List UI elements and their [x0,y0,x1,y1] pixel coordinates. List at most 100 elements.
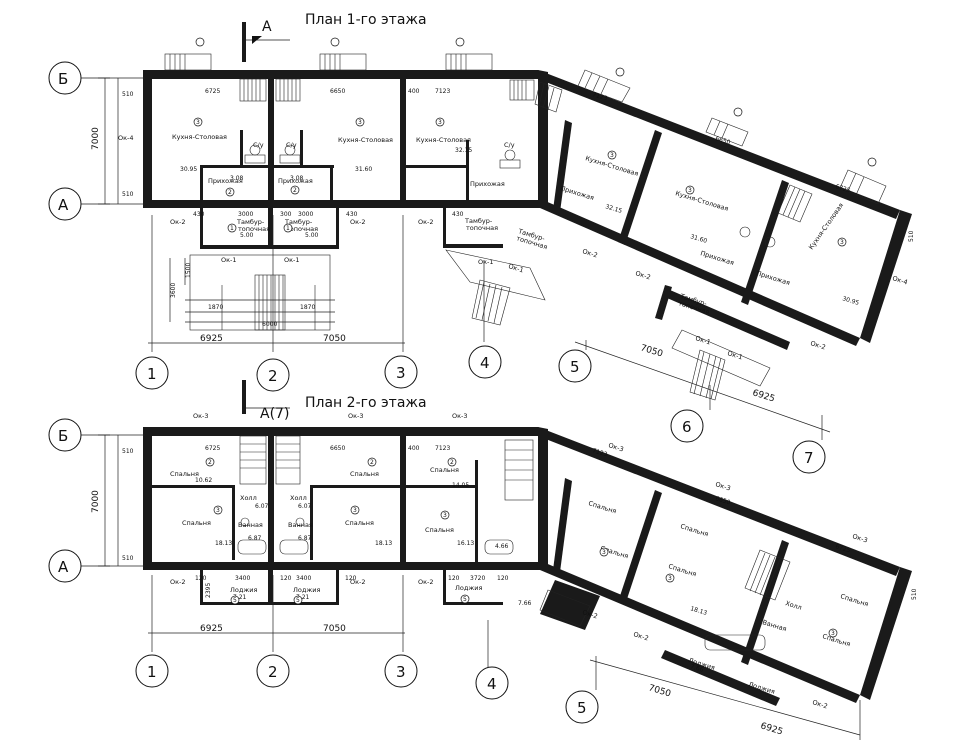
svg-text:1870: 1870 [300,304,315,311]
svg-text:топочная: топочная [238,225,270,233]
svg-text:Ок-2: Ок-2 [634,269,651,281]
floor-2-straight-block [143,427,543,605]
svg-text:400: 400 [408,445,420,452]
svg-text:Ванная: Ванная [238,521,263,529]
svg-text:6925: 6925 [200,624,223,634]
svg-text:32.15: 32.15 [604,203,623,215]
svg-text:3.08: 3.08 [230,175,244,182]
svg-text:4: 4 [487,675,497,693]
svg-text:3.08: 3.08 [290,175,304,182]
svg-text:5: 5 [296,597,300,604]
svg-text:Ванная: Ванная [761,618,787,633]
svg-text:Ок-4: Ок-4 [118,134,134,142]
svg-text:120: 120 [497,575,509,582]
svg-text:Ок-2: Ок-2 [170,578,186,586]
svg-text:топочная: топочная [286,225,318,233]
svg-text:Б: Б [58,427,68,445]
svg-text:Кухня-Столовая: Кухня-Столовая [172,133,227,141]
svg-text:2: 2 [450,459,454,466]
svg-text:Ванная: Ванная [288,521,313,529]
svg-text:1870: 1870 [208,304,223,311]
svg-text:Спальня: Спальня [345,519,374,527]
svg-text:6650: 6650 [714,135,731,146]
svg-text:Ок-1: Ок-1 [694,334,711,346]
axis-b-floor1: Б [48,61,110,95]
svg-text:6650: 6650 [714,495,731,506]
svg-text:Прихожая: Прихожая [559,184,595,202]
svg-text:Прихожая: Прихожая [208,177,243,185]
axis-b-floor2: Б [48,418,110,452]
axis-6-floor1: 6 [670,409,704,443]
svg-text:Спальня: Спальня [350,470,379,478]
room-areas: 30.95 31.60 32.15 3.08 3.08 5.00 5.00 32… [180,147,860,674]
svg-text:Ок-2: Ок-2 [350,218,366,226]
svg-text:3: 3 [443,512,447,519]
svg-text:Холл: Холл [290,494,307,502]
svg-text:Прихожая: Прихожая [470,180,505,188]
svg-text:Кухня-Столовая: Кухня-Столовая [338,136,393,144]
floor-1-straight-block [143,37,546,331]
svg-text:7: 7 [804,449,814,467]
svg-text:3720: 3720 [470,575,485,582]
svg-text:Прихожая: Прихожая [278,177,313,185]
svg-text:510: 510 [122,555,134,562]
svg-text:1: 1 [230,225,234,232]
svg-text:32.15: 32.15 [455,147,472,154]
svg-text:5: 5 [463,596,467,603]
svg-text:1500: 1500 [185,263,192,278]
svg-text:6.87: 6.87 [248,535,262,542]
svg-text:6725: 6725 [205,445,220,452]
svg-text:топочная: топочная [466,224,498,232]
svg-text:430: 430 [193,211,205,218]
svg-text:31.60: 31.60 [689,233,708,245]
svg-text:3: 3 [610,152,614,159]
svg-text:Ок-1: Ок-1 [221,256,237,264]
dimension-lines [98,77,861,740]
svg-text:6.87: 6.87 [298,535,312,542]
svg-text:Спальня: Спальня [430,466,459,474]
svg-text:С/у: С/у [504,141,515,149]
svg-text:510: 510 [911,588,918,600]
svg-text:4.66: 4.66 [495,543,509,550]
axis-1-floor1: 1 [135,356,169,390]
svg-text:7.66: 7.66 [689,663,704,674]
svg-text:6: 6 [682,418,692,436]
svg-text:6925: 6925 [751,388,776,404]
svg-text:Тамбур-: Тамбур- [236,218,265,226]
svg-text:10.62: 10.62 [195,477,212,484]
axis-2-floor1: 2 [256,358,290,392]
svg-text:3: 3 [358,119,362,126]
svg-text:3: 3 [396,663,406,681]
svg-text:7.66: 7.66 [518,600,532,607]
svg-text:7000: 7000 [91,490,101,513]
svg-text:Лоджия: Лоджия [230,586,257,594]
axis-3-floor1: 3 [384,355,418,389]
svg-text:Ок-2: Ок-2 [170,218,186,226]
svg-text:Лоджия: Лоджия [455,584,482,592]
svg-text:Ок-2: Ок-2 [581,247,598,259]
svg-text:120: 120 [448,575,460,582]
svg-text:Тамбур-: Тамбур- [464,217,493,225]
svg-text:Ок-2: Ок-2 [418,578,434,586]
svg-text:Ок-1: Ок-1 [478,258,494,266]
room-number-markers: 3 3 3 2 2 1 1 3 3 3 3 3 3 2 2 2 5 5 5 3 … [193,117,847,638]
svg-text:5: 5 [577,699,587,717]
svg-text:430: 430 [452,211,464,218]
svg-text:5.00: 5.00 [305,232,319,239]
svg-text:30.95: 30.95 [841,295,860,307]
svg-text:3: 3 [688,187,692,194]
svg-text:3: 3 [602,549,606,556]
axis-4-floor2: 4 [475,666,509,700]
axis-7-floor1: 7 [792,440,826,474]
svg-text:Тамбур-: Тамбур- [284,218,313,226]
title-floor-1: А План 1-го этажа [242,12,427,62]
svg-text:Ок-1: Ок-1 [507,262,524,274]
svg-text:7123: 7123 [591,91,608,102]
svg-text:Ок-3: Ок-3 [607,441,624,453]
svg-text:Спальня: Спальня [170,470,199,478]
svg-text:2: 2 [208,459,212,466]
svg-text:3: 3 [396,364,406,382]
svg-text:Спальня: Спальня [839,592,869,608]
svg-text:Спальня: Спальня [425,526,454,534]
svg-text:А: А [58,196,69,214]
